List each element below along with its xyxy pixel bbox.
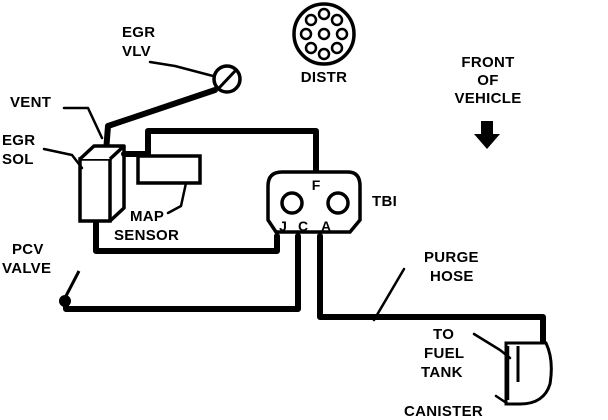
tbi-port-a: A [321, 218, 331, 234]
purge-hose-label-line1: PURGE [424, 249, 479, 266]
front-label-line3: VEHICLE [454, 90, 521, 107]
tbi-port-c: C [298, 218, 308, 234]
hose-egr-sol-to-tbi-f [121, 128, 319, 175]
hose-purge-to-canister [317, 233, 546, 348]
egr-sol-label-line1: EGR [2, 132, 35, 149]
pcv-valve [59, 270, 81, 307]
distr-label: DISTR [301, 69, 348, 86]
vent-leader [62, 106, 104, 140]
tbi-port-j: J [279, 218, 287, 234]
map-sensor-label-line2: SENSOR [114, 227, 179, 244]
pcv-valve-label-line1: PCV [12, 241, 44, 258]
map-sensor-label-line1: MAP [130, 208, 164, 225]
vent-label: VENT [10, 94, 51, 111]
tbi-label: TBI [372, 193, 397, 210]
front-label-line2: OF [477, 72, 498, 89]
canister [504, 341, 553, 406]
map-sensor-leader [166, 181, 188, 215]
map-sensor [136, 154, 202, 185]
fuel-tank-label-line2: FUEL [424, 345, 464, 362]
egr-sol-leader [42, 147, 84, 170]
hose-egr-valve-to-solenoid [103, 87, 218, 155]
tbi-port-f: F [312, 177, 321, 193]
egr-vlv-leader [148, 60, 215, 78]
canister-label: CANISTER [404, 403, 483, 420]
tbi-unit [266, 170, 362, 234]
purge-hose-leader [372, 267, 406, 322]
egr-vlv-label-line1: EGR [122, 24, 155, 41]
egr-valve [212, 64, 242, 94]
hose-pcv-to-tbi-c [63, 233, 301, 312]
canister-leader [494, 394, 510, 406]
egr-sol-label-line2: SOL [2, 151, 34, 168]
pcv-valve-label-line2: VALVE [2, 260, 51, 277]
egr-vlv-label-line2: VLV [122, 43, 151, 60]
distributor [292, 2, 356, 66]
egr-solenoid [78, 144, 126, 223]
fuel-tank-label-line1: TO [433, 326, 454, 343]
fuel-tank-leader [472, 332, 512, 360]
arrow-down-icon [474, 121, 500, 149]
hose-sol-to-tbi-j [93, 219, 280, 254]
front-label-line1: FRONT [461, 54, 514, 71]
purge-hose-label-line2: HOSE [430, 268, 474, 285]
fuel-tank-label-line3: TANK [421, 364, 463, 381]
